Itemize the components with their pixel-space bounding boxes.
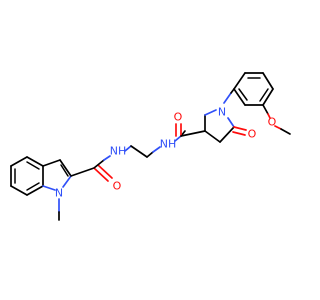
molecule-structure: N O NH NH O N O O [10, 72, 291, 221]
atom-label-o-indole-amide: O [113, 180, 122, 193]
atom-labels: N O NH NH O N O O [55, 106, 277, 200]
atom-label-n-pyrrolidine: N [218, 106, 226, 119]
molecule-bonds [10, 72, 291, 221]
atom-label-nh-amide-2: NH [160, 138, 177, 151]
atom-label-o-lactam: O [248, 128, 257, 141]
atom-label-o-methoxy: O [268, 116, 277, 129]
atom-label-n-indole: N [55, 187, 63, 200]
atom-label-o-amide-2: O [174, 111, 183, 124]
atom-label-nh-amide-1: NH [110, 145, 127, 158]
